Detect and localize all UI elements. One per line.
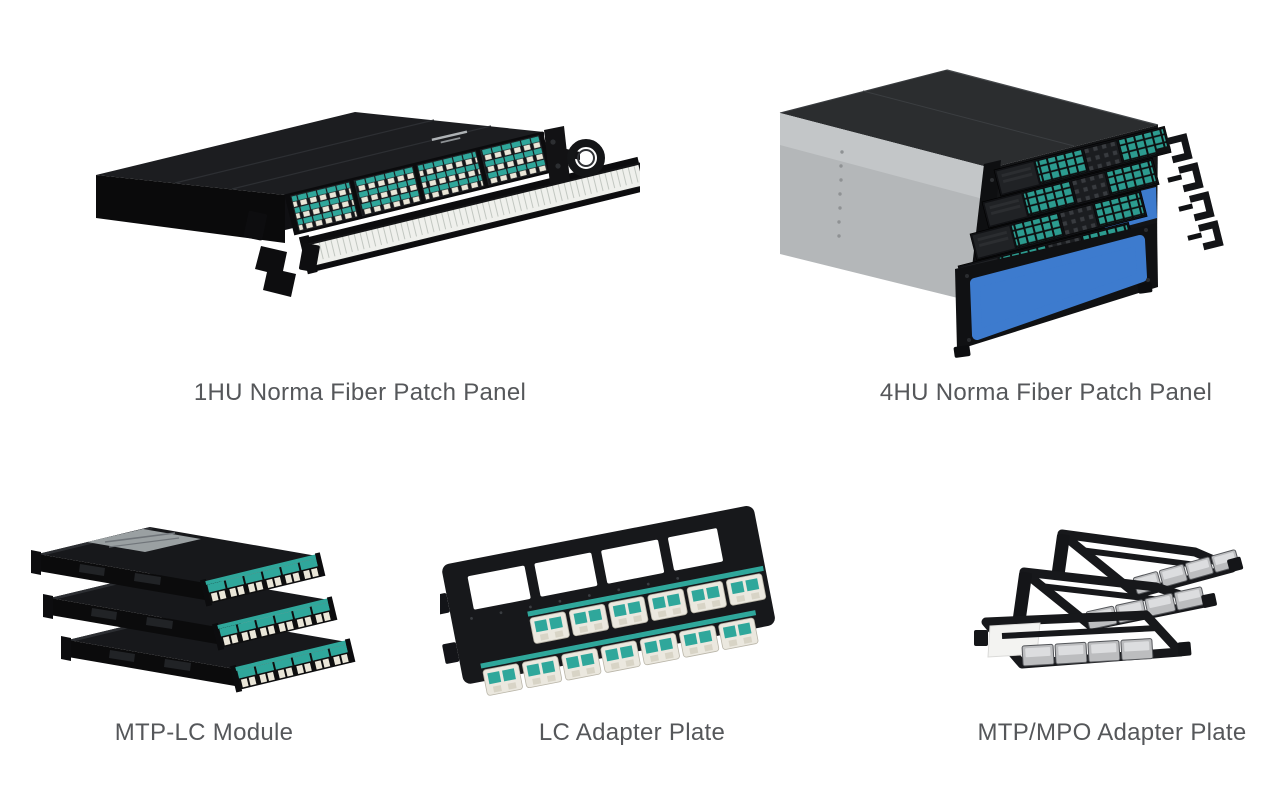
product-image-1hu-panel (80, 96, 640, 336)
caption-mtp-lc-module: MTP-LC Module (114, 719, 294, 746)
cassette-row-2 (981, 157, 1160, 229)
cable-ring (567, 139, 605, 177)
product-image-mtp-lc-module (25, 502, 367, 704)
caption-1hu-panel: 1HU Norma Fiber Patch Panel (193, 379, 527, 406)
mtp-lc-module-illustration (31, 527, 356, 693)
cassette-row-3 (969, 189, 1148, 261)
door-foot-left (953, 345, 971, 358)
enclosure-top (779, 69, 1159, 168)
enclosure-side-panel (780, 113, 991, 302)
lc-adapter-plate-illustration (440, 506, 775, 696)
4hu-panel-illustration (779, 69, 1224, 358)
door-foot-right (1137, 282, 1153, 294)
lc-adapter-row-upper (527, 565, 767, 644)
module-top-label (87, 529, 201, 552)
front-latch (243, 210, 320, 297)
caption-mpo-adapter-plate: MTP/MPO Adapter Plate (977, 719, 1247, 746)
front-door-open (955, 223, 1158, 350)
brand-mark (431, 130, 468, 144)
product-image-mpo-adapter-plate (928, 514, 1264, 706)
product-image-4hu-panel (742, 40, 1226, 376)
cable-hooks (1156, 133, 1224, 251)
product-image-lc-adapter-plate (440, 500, 782, 714)
mpo-frame-top (1051, 529, 1244, 599)
mpo-frame-bottom (974, 610, 1192, 669)
lc-adapter-row-lower (480, 610, 759, 696)
mpo-adapter-plate-illustration (974, 529, 1244, 669)
caption-lc-adapter-plate: LC Adapter Plate (538, 719, 726, 746)
1hu-panel-illustration (96, 112, 640, 297)
lc-module-bank (284, 131, 553, 236)
cassette-row-1 (993, 125, 1172, 197)
lc-adapter-rows (480, 565, 767, 696)
caption-4hu-panel: 4HU Norma Fiber Patch Panel (879, 379, 1213, 406)
